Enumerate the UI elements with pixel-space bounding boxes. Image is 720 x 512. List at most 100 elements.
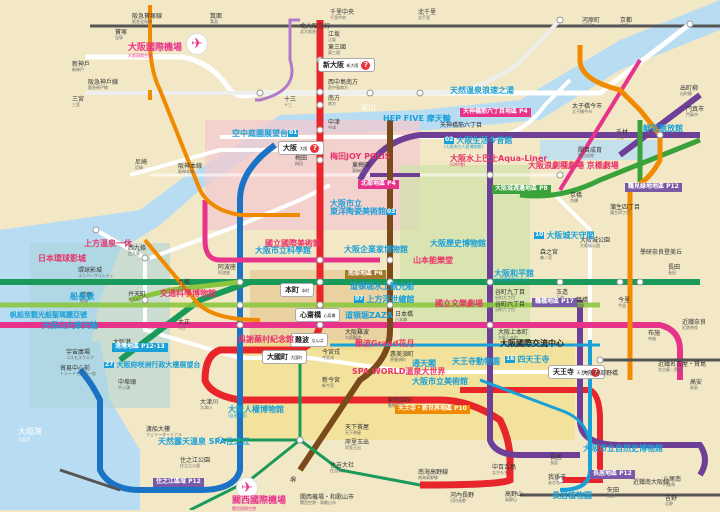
station-label: 住之江公園住之江公園: [180, 457, 211, 468]
area-tag-tsurumi[interactable]: 鶴見綠地地區 P12: [625, 183, 682, 192]
attraction-30[interactable]: 大阪市立科學館: [255, 246, 311, 255]
attraction-23[interactable]: 天然露天溫泉 SPA住之江: [158, 437, 250, 446]
attraction-06[interactable]: 道頓堀水上觀光船: [350, 282, 414, 291]
airport-name: 大阪國際機場: [128, 43, 183, 53]
station-label: 京都京都: [620, 17, 633, 28]
area-tag-osaka-castle[interactable]: 大阪城週邊地區 P8: [492, 185, 551, 194]
hub-daikokucho[interactable]: 大國町 大国町: [262, 350, 308, 364]
attraction-05[interactable]: 天然溫泉浪速之湯: [450, 86, 514, 95]
kansai-airport-icon[interactable]: ✈: [236, 477, 258, 499]
station-label: 天神橋筋六丁目: [440, 122, 483, 129]
attraction-22[interactable]: 鮮花競放館: [643, 124, 683, 133]
attraction-international-exchange[interactable]: 大阪國際交流中心: [500, 339, 564, 348]
attraction-29[interactable]: 梅田JOY POLIS: [330, 152, 391, 161]
area-tag-kita[interactable]: 北部地區 P4: [358, 180, 399, 189]
osaka-bay-label: 大阪灣大阪湾: [18, 427, 42, 442]
attraction-01[interactable]: 空中庭園展望台01: [232, 129, 299, 138]
attraction-38[interactable]: 大阪浪劇種劇場 京橋劇場: [528, 161, 619, 170]
area-tag-minami[interactable]: 南部地區 P6: [345, 270, 386, 279]
station-label: 出町柳出町柳: [680, 85, 699, 96]
station-label: 住吉大社住吉大社: [330, 462, 355, 473]
station-label: 堺: [290, 477, 297, 484]
attraction-32[interactable]: 國立文樂劇場: [435, 299, 483, 308]
attraction-09[interactable]: 道頓堀ZAZA: [345, 311, 393, 320]
attraction-25[interactable]: 帆船型觀光船聖瑪麗亞號: [10, 311, 87, 319]
attraction-36[interactable]: 山本能樂堂: [413, 256, 453, 265]
hub-shinsaibashi[interactable]: 心齋橋 心斎橋: [295, 308, 341, 322]
attraction-03[interactable]: 大阪市立東洋陶瓷美術館03: [330, 199, 397, 217]
attraction-19[interactable]: 大阪人權博物館(自由大阪): [228, 405, 284, 419]
attraction-20[interactable]: 大阪市立自然史博物館: [583, 444, 663, 453]
area-tag-bay[interactable]: 港灣地區 P12-13: [112, 343, 168, 352]
attraction-28[interactable]: 大阪水上巴士Aqua-Liner(OAP港): [450, 154, 548, 168]
attraction-14[interactable]: 大阪企業家博物館: [344, 245, 408, 254]
station-label: 尼崎尼崎: [135, 159, 148, 170]
kansai-airport-label[interactable]: 關西國際機場関西国際空港: [232, 493, 286, 512]
station-label: 北大阪急行北大阪急行: [300, 23, 331, 34]
station-label: 中埠頭中ふ頭: [118, 379, 137, 390]
area-tag-tennoji[interactable]: 天王寺・新世界地區 P10: [395, 405, 470, 414]
attraction-39[interactable]: 日本環球影城: [38, 254, 86, 263]
yodo-river-label: 淀川: [360, 103, 376, 112]
hub-namba[interactable]: 難波 なんば: [290, 333, 329, 347]
station-label: 京橋京橋: [570, 192, 583, 203]
area-tag-suminoe[interactable]: 住之江區域 P12: [153, 478, 204, 487]
attraction-35[interactable]: 交通科學博物館: [160, 289, 216, 298]
station-label: 鶴橋鶴橋: [576, 297, 589, 308]
station-label: 近鐵奈良近鉄奈良: [682, 319, 707, 330]
station-label: 八尾南八尾南: [663, 476, 682, 487]
hub-tennoji[interactable]: 天王寺 天王寺?: [548, 365, 606, 379]
attraction-15[interactable]: 通天閣: [412, 359, 436, 368]
station-label: 東三國東三国: [328, 44, 347, 55]
area-tag-tenjinbashi[interactable]: 天神橋筋六丁目地區 P4: [460, 108, 531, 117]
station-label: 今里今里: [618, 297, 631, 308]
attraction-04[interactable]: 國立國際美術館: [265, 239, 321, 248]
hub-osaka[interactable]: 大阪 大阪?: [278, 141, 325, 155]
attraction-11[interactable]: 大阪歷史博物館: [430, 239, 486, 248]
area-tag-nagai[interactable]: 長居地區 P12: [590, 470, 635, 479]
attraction-hep-five[interactable]: HEP FIVE 摩天輪: [383, 114, 451, 123]
info-icon[interactable]: ?: [361, 60, 371, 70]
hub-hommachi[interactable]: 本町 本町: [280, 283, 315, 297]
attraction-18[interactable]: 大阪市立美術館: [412, 377, 468, 386]
info-icon[interactable]: ?: [310, 143, 320, 153]
hub-shin-osaka[interactable]: 新大阪 新大阪?: [318, 58, 376, 72]
attraction-26[interactable]: 船長號: [70, 292, 94, 301]
itami-airport-label[interactable]: 大阪國際機場大阪国際空港: [128, 40, 182, 59]
attraction-31[interactable]: 與謝蕪村紀念館: [238, 335, 294, 344]
attraction-17[interactable]: 天王寺動物園: [452, 357, 500, 366]
attraction-33[interactable]: 難波Grand花月: [355, 339, 415, 348]
station-label: 關西機場・和歌山市関西空港・和歌山市: [300, 494, 355, 505]
station-label: 矢田矢田: [607, 487, 620, 498]
attraction-13[interactable]: 大阪和平館(大阪國際和平中心): [494, 269, 534, 283]
station-label: 阪急寶塚線阪急宝塚線: [132, 13, 163, 24]
station-label: 阪神本線阪神本線: [178, 163, 203, 174]
station-label: 九條九条: [178, 279, 191, 290]
itami-airport-icon[interactable]: ✈: [186, 33, 208, 55]
station-label: 高安高安: [690, 379, 703, 390]
attraction-24[interactable]: 天保山大摩天輪: [42, 321, 98, 330]
area-tag-tsuruhashi[interactable]: 鶴橋地區 P17: [532, 298, 577, 307]
attraction-37[interactable]: 上方溫泉一休: [84, 239, 132, 248]
station-label: 岸里玉出岸里玉出: [345, 439, 370, 450]
station-label: 近鐵南大阪線: [633, 479, 670, 486]
attraction-21[interactable]: 長居植物園: [552, 491, 592, 500]
station-label: 天下茶屋天下茶屋: [345, 424, 370, 435]
station-label: 阪急神戶線阪急神戸線: [88, 79, 119, 90]
station-label: 蒲生四丁目蒲生四丁目: [610, 204, 641, 215]
station-label: 學研奈良登美丘: [640, 249, 683, 256]
attraction-40[interactable]: SPA WORLD溫泉大世界: [352, 367, 446, 376]
station-label: 大津川大津川: [200, 399, 219, 410]
station-label: 貿易中心前トレードセンター前: [60, 365, 96, 376]
airport-sub: 大阪国際空港: [128, 53, 152, 58]
station-label: 南方南方: [328, 95, 341, 106]
station-label: 河原町河原町: [582, 17, 601, 28]
info-icon[interactable]: ?: [591, 367, 601, 377]
station-label: 千林千林: [616, 129, 629, 140]
